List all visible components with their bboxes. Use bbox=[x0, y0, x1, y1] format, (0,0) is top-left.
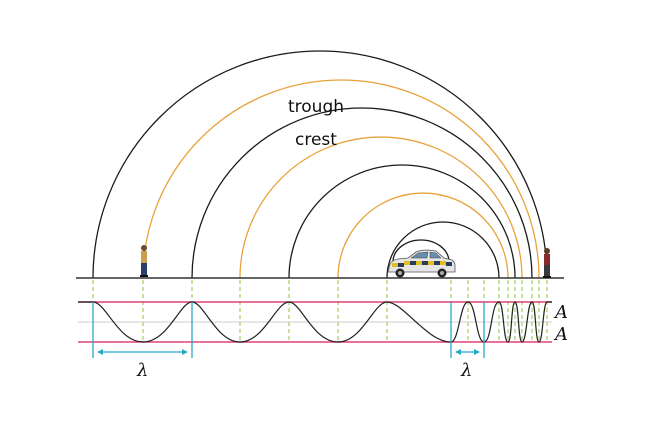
crest-wavefront-2 bbox=[191, 107, 533, 279]
crest-wavefront-1 bbox=[92, 50, 548, 279]
crest-wavefront-5 bbox=[392, 239, 450, 263]
trough-wavefront-1 bbox=[142, 79, 540, 279]
wavelength-label-right: λ bbox=[460, 360, 472, 381]
dashed-guides bbox=[92, 280, 548, 342]
trough-wavefronts bbox=[142, 79, 540, 279]
amplitude-label-bottom: A bbox=[553, 324, 568, 345]
trough-wavefront-3 bbox=[337, 192, 509, 279]
crest-wavefront-4 bbox=[386, 221, 500, 279]
crest-label: crest bbox=[295, 130, 337, 150]
car-icon bbox=[387, 249, 456, 278]
person-icon bbox=[543, 248, 551, 278]
wavelength-label-left: λ bbox=[136, 360, 148, 381]
wavelength-marker-right bbox=[450, 302, 485, 358]
crest-wavefronts bbox=[92, 50, 548, 279]
wavelength-marker-left bbox=[92, 302, 193, 358]
trough-label: trough bbox=[288, 97, 344, 117]
amplitude-label-top: A bbox=[553, 302, 568, 323]
sound-waveform bbox=[78, 301, 552, 343]
person-icon bbox=[140, 245, 148, 277]
trough-wavefront-2 bbox=[239, 136, 523, 279]
crest-wavefront-3 bbox=[288, 164, 516, 279]
